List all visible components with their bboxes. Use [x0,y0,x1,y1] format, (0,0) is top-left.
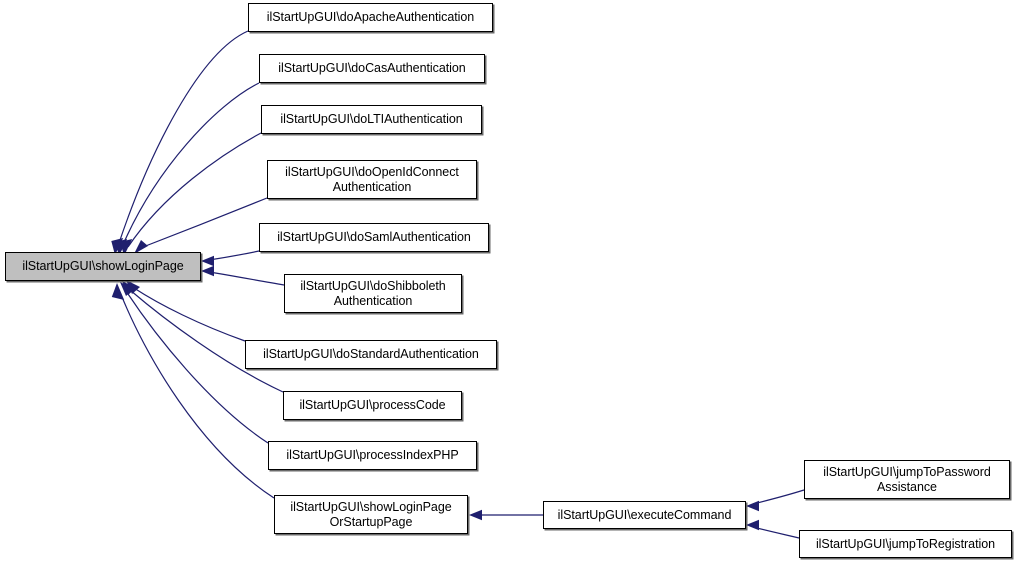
graph-node-doShibbolethAuthentication[interactable]: ilStartUpGUI\doShibboleth Authentication [284,274,462,313]
graph-edge-processCode-to-showLoginPage [129,289,284,393]
graph-arrowhead-icon [746,519,759,531]
graph-edge-jumpToPasswordAssistance-to-executeCommand [752,489,805,505]
graph-edge-doStandardAuthentication-to-showLoginPage [133,287,246,342]
graph-arrowhead-icon [201,265,214,277]
graph-node-label: ilStartUpGUI\executeCommand [557,507,732,522]
graph-node-label: ilStartUpGUI\doSamlAuthentication [277,230,471,244]
graph-arrowhead-icon [111,283,125,300]
graph-node-doStandardAuthentication[interactable]: ilStartUpGUI\doStandardAuthentication [245,340,497,369]
graph-node-label: ilStartUpGUI\jumpToPassword Assistance [823,464,991,494]
graph-arrowhead-icon [120,239,133,256]
graph-edge-doCasAuthentication-to-showLoginPage [121,82,260,248]
graph-node-label: ilStartUpGUI\doShibboleth Authentication [300,278,446,308]
graph-edge-jumpToRegistration-to-executeCommand [752,526,800,539]
graph-node-showLoginPageOrStartupPage[interactable]: ilStartUpGUI\showLoginPage OrStartupPage [274,495,468,534]
graph-arrowhead-icon [746,500,759,512]
graph-node-label: ilStartUpGUI\doLTIAuthentication [280,112,463,126]
graph-edge-processIndexPHP-to-showLoginPage [125,290,269,444]
graph-node-label: ilStartUpGUI\processIndexPHP [286,448,459,462]
graph-node-showLoginPage[interactable]: ilStartUpGUI\showLoginPage [5,252,201,281]
graph-node-label: ilStartUpGUI\doApacheAuthentication [266,10,475,24]
graph-node-doSamlAuthentication[interactable]: ilStartUpGUI\doSamlAuthentication [259,223,489,252]
graph-arrowhead-icon [469,509,482,521]
graph-node-label: ilStartUpGUI\showLoginPage [22,259,184,273]
graph-arrowhead-icon [134,240,148,254]
graph-node-doOpenIdConnectAuthentication[interactable]: ilStartUpGUI\doOpenIdConnect Authenticat… [267,160,477,199]
graph-node-doCasAuthentication[interactable]: ilStartUpGUI\doCasAuthentication [259,54,485,83]
graph-node-label: ilStartUpGUI\processCode [299,398,446,412]
graph-node-jumpToPasswordAssistance[interactable]: ilStartUpGUI\jumpToPassword Assistance [804,460,1010,499]
graph-arrowhead-icon [201,255,214,267]
graph-node-label: ilStartUpGUI\jumpToRegistration [815,536,996,551]
graph-edge-doOpenIdConnectAuthentication-to-showLoginPage [142,197,268,248]
graph-arrowhead-icon [120,282,134,296]
graph-node-processIndexPHP[interactable]: ilStartUpGUI\processIndexPHP [268,441,477,470]
graph-node-doLTIAuthentication[interactable]: ilStartUpGUI\doLTIAuthentication [261,105,482,134]
graph-node-executeCommand[interactable]: ilStartUpGUI\executeCommand [543,501,746,529]
graph-edge-doShibbolethAuthentication-to-showLoginPage [208,271,285,286]
graph-edge-doApacheAuthentication-to-showLoginPage [117,30,249,247]
graph-node-jumpToRegistration[interactable]: ilStartUpGUI\jumpToRegistration [799,530,1012,558]
graph-node-label: ilStartUpGUI\doCasAuthentication [278,61,466,75]
graph-node-processCode[interactable]: ilStartUpGUI\processCode [283,391,462,420]
graph-edge-doLTIAuthentication-to-showLoginPage [127,132,262,248]
graph-edge-showLoginPageOrStartupPage-to-showLoginPage [119,291,275,499]
graph-node-label: ilStartUpGUI\showLoginPage OrStartupPage [290,499,452,529]
graph-node-label: ilStartUpGUI\doStandardAuthentication [263,347,479,361]
graph-node-doApacheAuthentication[interactable]: ilStartUpGUI\doApacheAuthentication [248,3,493,32]
graph-edge-doSamlAuthentication-to-showLoginPage [208,250,260,261]
graph-node-label: ilStartUpGUI\doOpenIdConnect Authenticat… [285,164,459,194]
